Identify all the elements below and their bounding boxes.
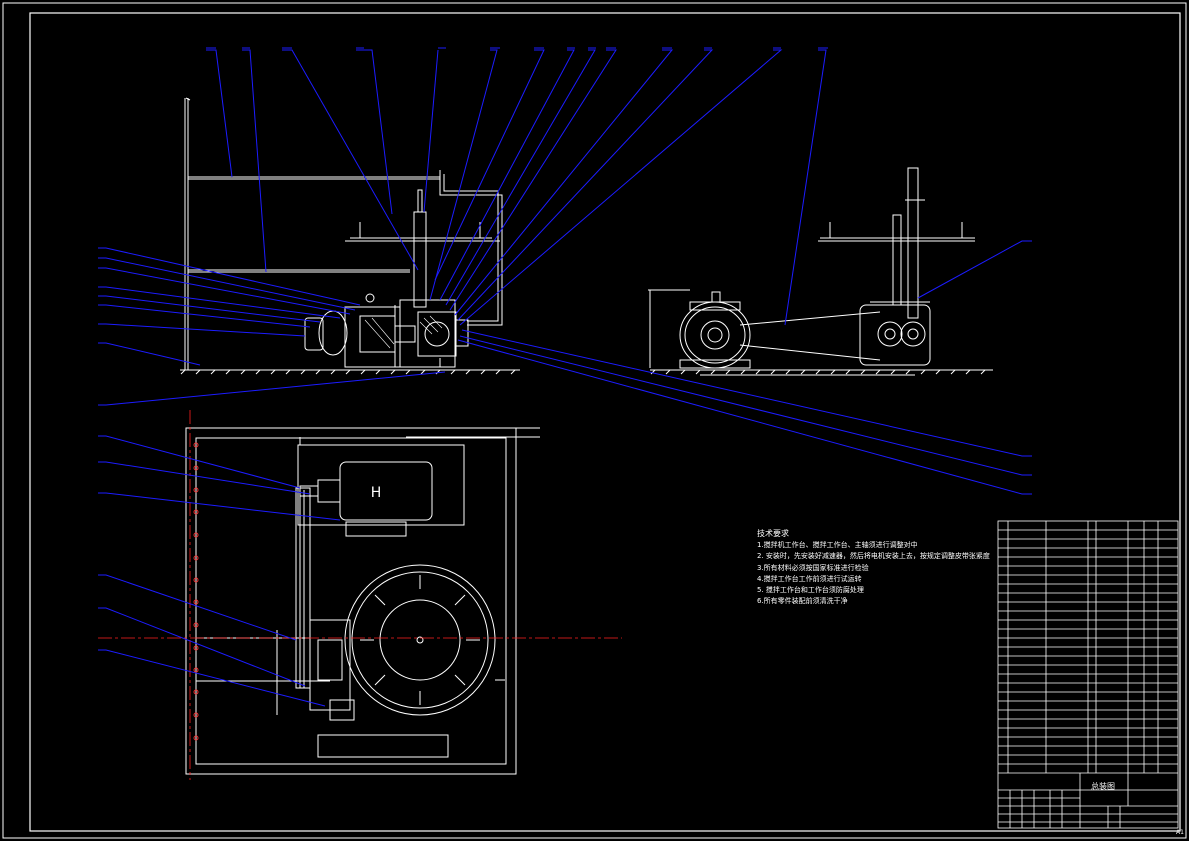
side-elevation-view — [648, 167, 993, 376]
technical-requirement-item: 4.搅拌工作台工作前须进行试运转 — [757, 574, 862, 583]
technical-requirement-item: 2. 安装时，先安装好减速器，然后将电机安装上去，按规定调整皮带张紧度 — [757, 552, 990, 561]
sheet-mark: A1 — [1176, 829, 1184, 836]
front-elevation-view — [180, 97, 520, 375]
technical-requirements: 技术要求 1.搅拌机工作台、搅拌工作台、主轴须进行调整对中 2. 安装时，先安装… — [757, 528, 990, 607]
parts-list-table — [997, 520, 1179, 829]
technical-requirements-heading: 技术要求 — [757, 529, 789, 538]
technical-requirement-item: 1.搅拌机工作台、搅拌工作台、主轴须进行调整对中 — [757, 541, 918, 550]
title-block-name: 总装图 — [1091, 781, 1115, 791]
technical-requirement-item: 6.所有零件装配前须清洗干净 — [757, 597, 848, 606]
motor-mark: H — [371, 485, 382, 501]
front-view-detail — [364, 315, 443, 349]
leader-lines — [98, 49, 1032, 707]
plan-view — [185, 427, 540, 775]
technical-requirement-item: 3.所有材料必须按国家标准进行检验 — [757, 563, 869, 572]
technical-requirement-item: 5. 搅拌工作台和工作台须防腐处理 — [757, 586, 864, 595]
